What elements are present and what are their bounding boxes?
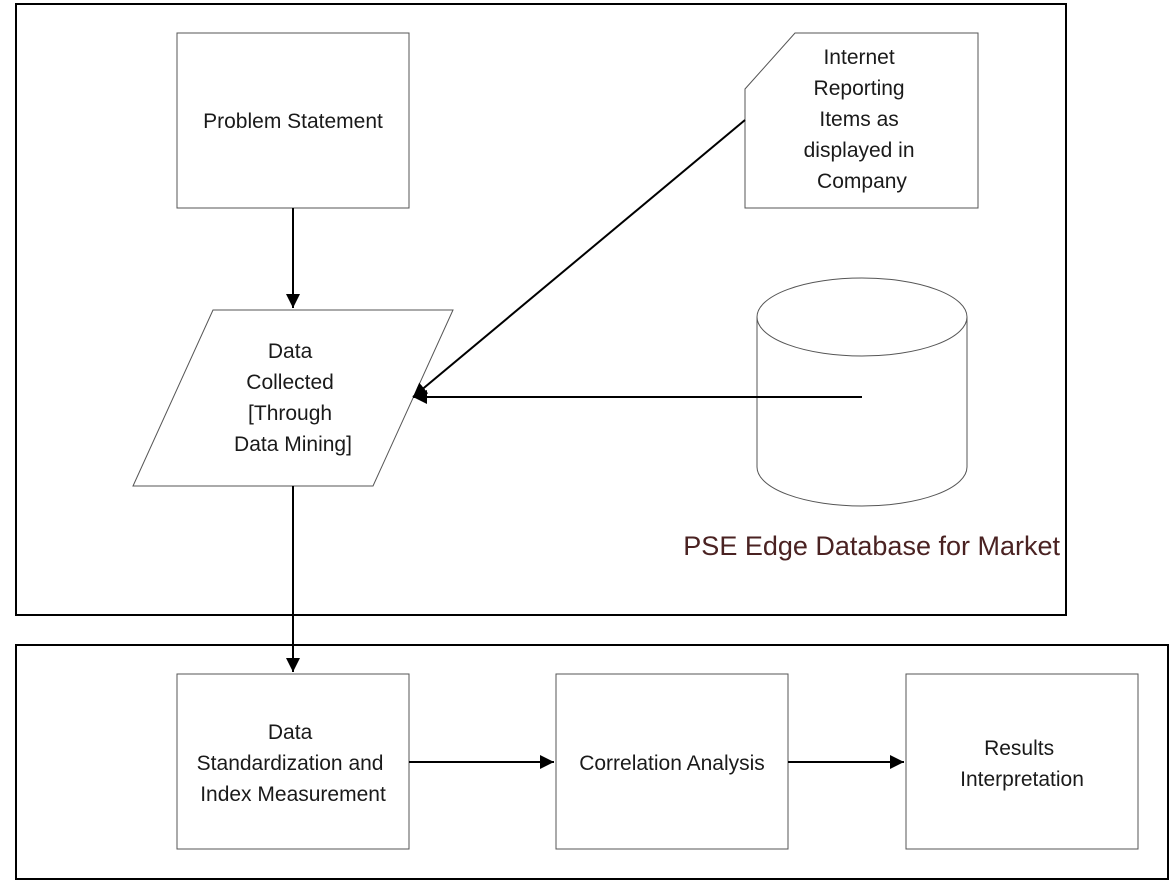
data-collected-node: Data Collected [Through Data Mining] — [132, 309, 454, 487]
svg-text:Data Standardization and: Data Standardization and Index Measureme… — [197, 721, 390, 806]
svg-text:Data Collected [Th: Data Collected [Through Data Mining] — [234, 340, 352, 456]
standardization-node: Data Standardization and Index Measureme… — [176, 673, 410, 850]
data-collected-line: Data Mining] — [234, 433, 352, 456]
internet-reporting-line: Internet — [823, 46, 894, 69]
data-collected-line: Collected — [246, 371, 334, 394]
svg-text:Results Interpretation: Results Interpretation — [960, 737, 1084, 791]
results-line: Results — [984, 737, 1054, 760]
results-interpretation-node: Results Interpretation — [905, 673, 1139, 850]
standardization-line: Standardization and — [197, 752, 384, 775]
database-label: PSE Edge Database for Market — [683, 531, 1060, 561]
correlation-line: Correlation Analysis — [579, 752, 765, 775]
problem-statement-line: Problem Statement — [203, 110, 383, 133]
correlation-analysis-node: Correlation Analysis — [555, 673, 789, 850]
problem-statement-node: Problem Statement — [176, 32, 410, 209]
internet-reporting-line: Items as — [819, 108, 898, 131]
standardization-line: Data — [268, 721, 313, 744]
data-collected-line: Data — [268, 340, 313, 363]
internet-reporting-node: Internet Reporting Items as displayed in… — [744, 32, 979, 209]
internet-reporting-line: Company — [817, 170, 907, 193]
svg-text:Internet Reporting: Internet Reporting Items as displayed in… — [804, 46, 921, 193]
data-collected-line: [Through — [248, 402, 332, 425]
database-node — [756, 277, 968, 507]
results-line: Interpretation — [960, 768, 1084, 791]
internet-reporting-line: Reporting — [814, 77, 905, 100]
svg-text:Problem Statement: Problem Statement — [203, 110, 383, 133]
analysis-frame — [15, 644, 1169, 880]
arrow-internet-to-data — [412, 119, 746, 398]
internet-reporting-line: displayed in — [804, 139, 915, 162]
svg-text:Correlation Analysis: Correlation Analysis — [579, 752, 765, 775]
data-collection-frame — [15, 3, 1067, 616]
standardization-line: Index Measurement — [200, 783, 386, 806]
